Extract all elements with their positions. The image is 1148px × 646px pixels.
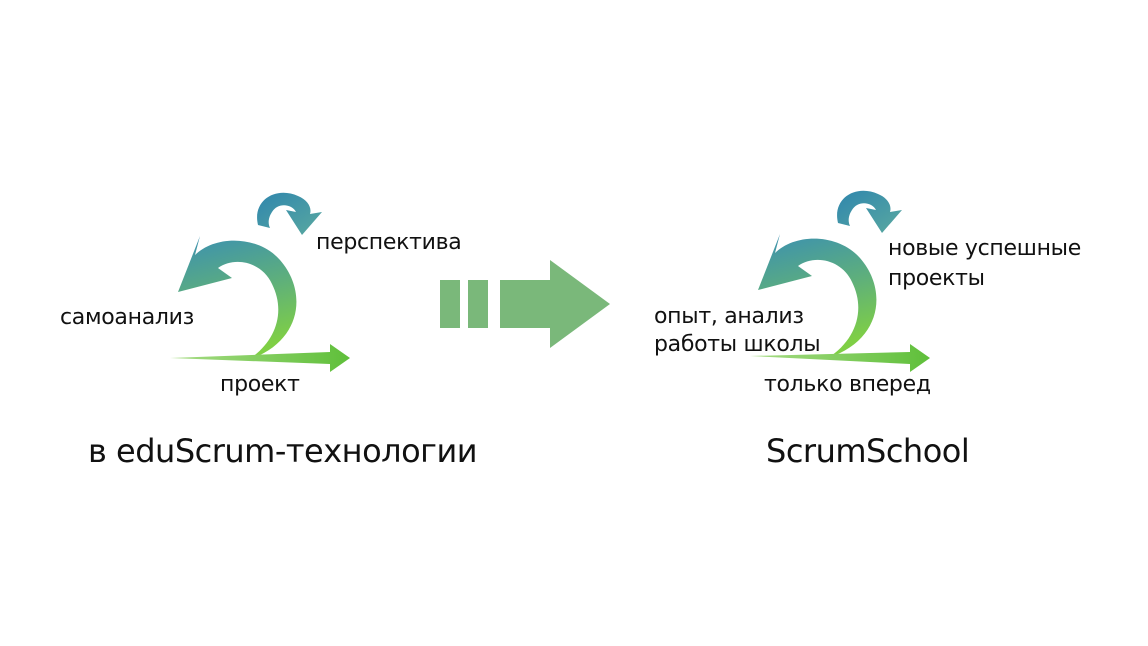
label-experience-line2: работы школы	[654, 332, 821, 357]
curved-loop-arrow-icon	[178, 236, 297, 360]
forward-arrow-icon	[170, 344, 350, 372]
label-new-projects-line2: проекты	[888, 266, 985, 291]
caption-edu-scrum: в eduScrum-технологии	[88, 432, 478, 470]
diagram-right-scrum-school: новые успешные проекты опыт, анализ рабо…	[620, 180, 1081, 500]
cycle-graphic-right	[750, 190, 930, 372]
label-project: проект	[220, 372, 300, 397]
small-curl-arrow-icon	[257, 192, 322, 235]
label-new-projects-line1: новые успешные	[888, 236, 1081, 261]
small-curl-arrow-icon	[837, 190, 902, 233]
double-bar-right-arrow-icon	[440, 260, 610, 348]
caption-scrum-school: ScrumSchool	[766, 432, 970, 470]
label-forward: только вперед	[764, 372, 931, 397]
curved-loop-arrow-icon	[758, 234, 877, 358]
label-perspective: перспектива	[316, 230, 462, 255]
label-experience-line1: опыт, анализ	[654, 304, 804, 329]
cycle-graphic-left	[170, 192, 350, 372]
diagram-left-edu-scrum: перспектива самоанализ проект в eduScrum…	[40, 180, 478, 500]
label-self-analysis: самоанализ	[60, 305, 195, 330]
forward-arrow-icon	[750, 344, 930, 372]
